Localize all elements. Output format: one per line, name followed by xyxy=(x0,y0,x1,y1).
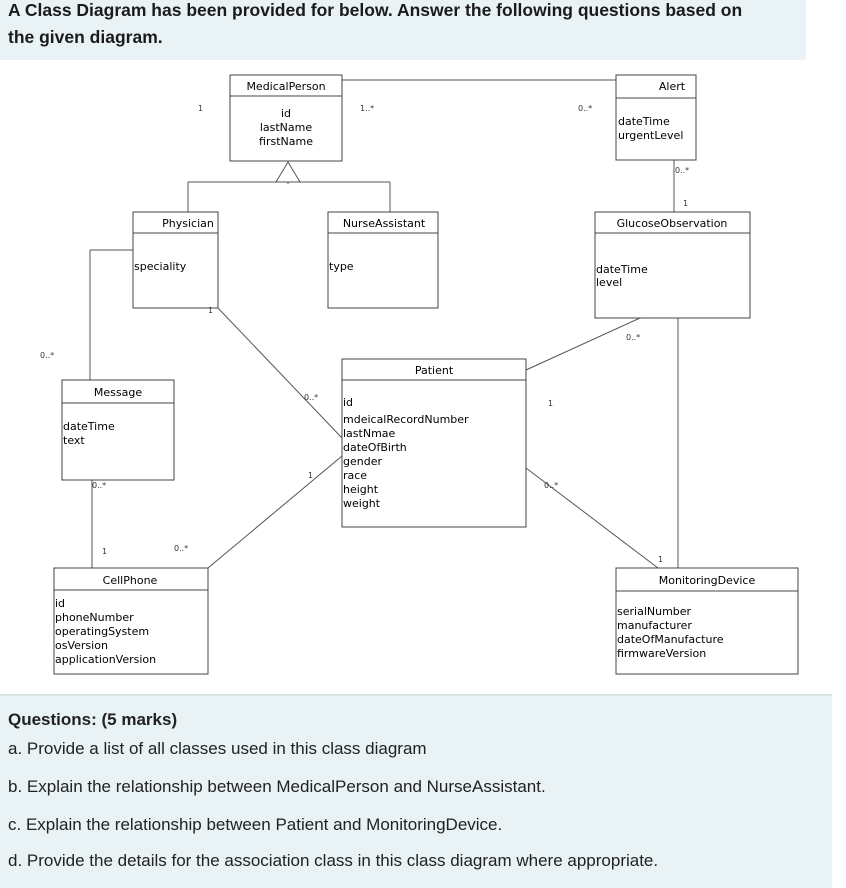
message-box xyxy=(61,379,175,481)
multiplicity-label: 0..* xyxy=(92,481,106,490)
nurse-assistant-attr: type xyxy=(329,260,354,273)
class-alert: Alert dateTime urgentLevel xyxy=(615,74,697,161)
cellphone-attr: id xyxy=(55,597,65,610)
multiplicity-label: 0..* xyxy=(544,481,558,490)
physician-attr: speciality xyxy=(134,260,187,273)
question-c: c. Explain the relationship between Pati… xyxy=(8,815,503,834)
medical-person-attr: id xyxy=(281,107,291,120)
monitoring-device-attr: dateOfManufacture xyxy=(617,633,724,646)
multiplicity-label: 1 xyxy=(548,399,553,408)
nurse-assistant-box xyxy=(327,211,439,309)
message-attr: text xyxy=(63,434,85,447)
multiplicity-label: 1..* xyxy=(360,104,374,113)
message-title: Message xyxy=(94,386,142,399)
cellphone-attr: phoneNumber xyxy=(55,611,134,624)
multiplicity-label: 0..* xyxy=(626,333,640,342)
class-cellphone: CellPhone id phoneNumber operatingSystem… xyxy=(53,567,209,675)
medical-person-attr: firstName xyxy=(259,135,313,148)
patient-box xyxy=(341,358,527,528)
patient-attr: race xyxy=(343,469,367,482)
monitoring-device-box xyxy=(615,567,799,675)
multiplicity-label: 1 xyxy=(308,471,313,480)
line-cellphone-patient xyxy=(207,455,343,569)
class-monitoring-device: MonitoringDevice serialNumber manufactur… xyxy=(615,567,799,675)
cellphone-attr: osVersion xyxy=(55,639,108,652)
message-attr: dateTime xyxy=(63,420,115,433)
monitoring-device-attr: serialNumber xyxy=(617,605,692,618)
header-line-1: A Class Diagram has been provided for be… xyxy=(8,0,743,20)
cellphone-box xyxy=(53,567,209,675)
monitoring-device-title: MonitoringDevice xyxy=(659,574,756,587)
alert-attr: dateTime xyxy=(618,115,670,128)
multiplicity-label: 0..* xyxy=(304,393,318,402)
glucose-observation-attr: dateTime xyxy=(596,263,648,276)
monitoring-device-attr: firmwareVersion xyxy=(617,647,706,660)
multiplicity-label: 1 xyxy=(683,199,688,208)
line-patient-monitoring xyxy=(525,467,659,569)
question-d: d. Provide the details for the associati… xyxy=(8,851,659,870)
patient-attr: id xyxy=(343,396,353,409)
questions-title: Questions: (5 marks) xyxy=(8,710,178,729)
multiplicity-label: 0..* xyxy=(675,166,689,175)
patient-attr: height xyxy=(343,483,379,496)
patient-title: Patient xyxy=(415,364,454,377)
multiplicity-label: 0..* xyxy=(174,544,188,553)
patient-attr: mdeicalRecordNumber xyxy=(343,413,469,426)
class-message: Message dateTime text xyxy=(61,379,175,481)
association-lines xyxy=(89,79,679,569)
cellphone-attr: operatingSystem xyxy=(55,625,149,638)
class-glucose-observation: GlucoseObservation dateTime level xyxy=(594,211,751,319)
medical-person-attr: lastName xyxy=(260,121,313,134)
nurse-assistant-title: NurseAssistant xyxy=(343,217,426,230)
header-line-2: the given diagram. xyxy=(8,27,163,47)
cellphone-title: CellPhone xyxy=(103,574,158,587)
line-physician-patient xyxy=(217,307,343,439)
glucose-observation-attr: level xyxy=(596,276,622,289)
generalization-triangle xyxy=(275,161,301,183)
medical-person-title: MedicalPerson xyxy=(246,80,325,93)
alert-title: Alert xyxy=(659,80,686,93)
monitoring-device-attr: manufacturer xyxy=(617,619,692,632)
multiplicity-label: 0..* xyxy=(578,104,592,113)
alert-box xyxy=(615,74,697,161)
patient-attr: weight xyxy=(343,497,381,510)
multiplicity-label: 1 xyxy=(102,547,107,556)
class-nurse-assistant: NurseAssistant type xyxy=(327,211,439,309)
question-a: a. Provide a list of all classes used in… xyxy=(8,739,427,758)
class-diagram: MedicalPerson id lastName firstName Aler… xyxy=(8,60,832,696)
multiplicity-label: 1 xyxy=(658,555,663,564)
multiplicity-label: 0..* xyxy=(40,351,54,360)
alert-attr: urgentLevel xyxy=(618,129,683,142)
line-patient-glucose xyxy=(525,317,641,371)
physician-title: Physician xyxy=(162,217,214,230)
glucose-observation-box xyxy=(594,211,751,319)
physician-box xyxy=(132,211,219,309)
class-patient: Patient id mdeicalRecordNumber lastNmae … xyxy=(341,358,527,528)
class-physician: Physician speciality xyxy=(132,211,219,309)
questions-section: Questions: (5 marks) a. Provide a list o… xyxy=(0,696,832,888)
multiplicity-label: 1 xyxy=(208,306,213,315)
glucose-observation-title: GlucoseObservation xyxy=(617,217,728,230)
class-medical-person: MedicalPerson id lastName firstName xyxy=(229,74,343,162)
question-header: A Class Diagram has been provided for be… xyxy=(0,0,806,60)
section-divider xyxy=(0,694,832,696)
patient-attr: gender xyxy=(343,455,382,468)
multiplicity-label: 1 xyxy=(198,104,203,113)
class-diagram-svg: MedicalPerson id lastName firstName Aler… xyxy=(40,74,799,675)
multiplicity-labels: 1 1..* 0..* 0..* 1 1 0..* 0..* 0..* 1 1 … xyxy=(40,104,689,564)
patient-attr: dateOfBirth xyxy=(343,441,407,454)
question-b: b. Explain the relationship between Medi… xyxy=(8,777,546,796)
patient-attr: lastNmae xyxy=(343,427,396,440)
cellphone-attr: applicationVersion xyxy=(55,653,156,666)
medical-person-box xyxy=(229,74,343,162)
